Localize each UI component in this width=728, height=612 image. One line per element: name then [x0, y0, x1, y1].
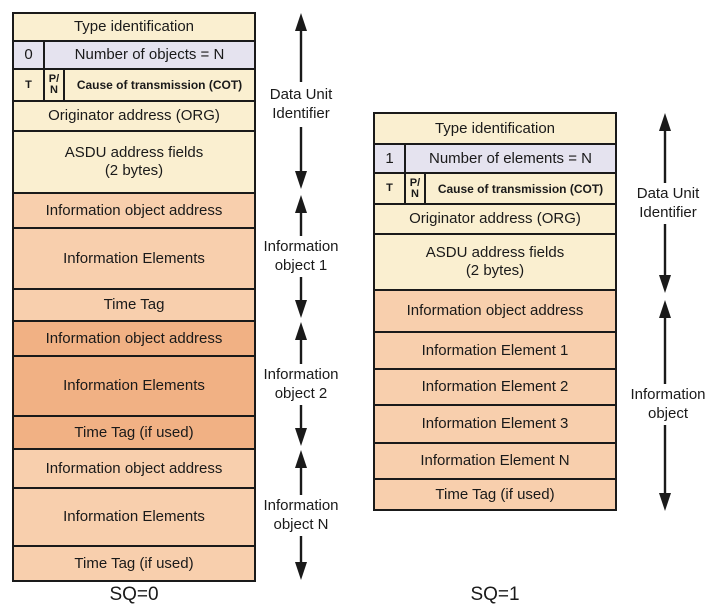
cell-info-object-address-n: Information object address [45, 459, 223, 477]
bracket-label-information-object: Information object [630, 386, 706, 422]
cell-time-tag-1: Time Tag [103, 296, 165, 313]
row-type-identification: Type identification [14, 14, 254, 42]
cell-test-bit: T [14, 70, 45, 100]
cell-info-element-3: Information Element 3 [421, 415, 569, 432]
row-time-tag-1: Time Tag [14, 290, 254, 322]
cell-asdu-address-fields: ASDU address fields (2 bytes) [64, 144, 204, 179]
row-info-element-1: Information Element 1 [375, 333, 615, 370]
information-object-n-arrow [295, 450, 307, 580]
data-unit-identifier-arrow-right [659, 113, 671, 293]
cell-info-elements-n: Information Elements [63, 508, 205, 525]
row-cause-of-transmission: T P/ N Cause of transmission (COT) [14, 70, 254, 102]
cell-cot: Cause of transmission (COT) [76, 78, 243, 92]
row-time-tag-n: Time Tag (if used) [14, 547, 254, 580]
cell-info-elements-1: Information Elements [63, 249, 205, 267]
row-cause-of-transmission: T P/ N Cause of transmission (COT) [375, 174, 615, 205]
information-object-2-arrow [295, 322, 307, 446]
cell-time-tag-2: Time Tag (if used) [74, 423, 194, 441]
row-info-elements-n: Information Elements [14, 489, 254, 547]
cell-type-identification: Type identification [73, 18, 195, 35]
caption-sq0: SQ=0 [109, 584, 159, 605]
cell-number-of-objects: Number of objects = N [74, 46, 225, 63]
row-number-of-objects: 0 Number of objects = N [14, 42, 254, 70]
bracket-label-information-object-1: Information object 1 [263, 238, 339, 274]
row-type-identification: Type identification [375, 114, 615, 145]
caption-sq1: SQ=1 [470, 584, 520, 605]
row-info-element-2: Information Element 2 [375, 370, 615, 406]
bracket-label-information-object-2: Information object 2 [263, 366, 339, 402]
cell-info-element-1: Information Element 1 [421, 341, 569, 359]
row-asdu-address-fields: ASDU address fields (2 bytes) [14, 132, 254, 194]
left-asdu-table: Type identification 0 Number of objects … [12, 12, 256, 582]
information-object-1-arrow [295, 195, 307, 318]
row-originator-address: Originator address (ORG) [14, 102, 254, 132]
bracket-label-data-unit-identifier-left: Data Unit Identifier [269, 86, 333, 122]
bracket-label-data-unit-identifier-right: Data Unit Identifier [636, 185, 700, 221]
cell-type-identification: Type identification [434, 119, 556, 137]
row-info-object-address: Information object address [375, 291, 615, 333]
cell-time-tag-n: Time Tag (if used) [74, 554, 194, 572]
cell-test-bit: T [375, 174, 406, 203]
cell-time-tag: Time Tag (if used) [435, 485, 555, 503]
cell-info-object-address-2: Information object address [45, 329, 223, 347]
cell-info-element-2: Information Element 2 [421, 378, 569, 395]
cell-number-of-elements: Number of elements = N [429, 149, 592, 167]
information-object-arrow [659, 300, 671, 511]
row-info-object-address-1: Information object address [14, 194, 254, 229]
row-time-tag-2: Time Tag (if used) [14, 417, 254, 450]
cell-sq-bit: 1 [375, 145, 406, 172]
cell-sq-bit: 0 [14, 42, 45, 68]
cell-originator-address: Originator address (ORG) [409, 210, 581, 227]
row-originator-address: Originator address (ORG) [375, 205, 615, 235]
cell-info-elements-2: Information Elements [63, 377, 205, 394]
row-info-object-address-2: Information object address [14, 322, 254, 357]
row-info-element-n: Information Element N [375, 444, 615, 480]
row-number-of-elements: 1 Number of elements = N [375, 145, 615, 174]
cell-info-object-address-1: Information object address [45, 201, 223, 219]
row-info-elements-1: Information Elements [14, 229, 254, 290]
cell-info-element-n: Information Element N [420, 452, 570, 469]
cell-asdu-address-fields: ASDU address fields (2 bytes) [425, 244, 565, 279]
cell-cot: Cause of transmission (COT) [437, 181, 604, 196]
right-asdu-table: Type identification 1 Number of elements… [373, 112, 617, 511]
row-time-tag: Time Tag (if used) [375, 480, 615, 509]
data-unit-identifier-arrow-left [295, 13, 307, 189]
row-info-element-3: Information Element 3 [375, 406, 615, 444]
bracket-label-information-object-n: Information object N [263, 497, 339, 533]
cell-pn-bit: P/ N [45, 70, 65, 100]
cell-originator-address: Originator address (ORG) [48, 107, 220, 124]
cell-info-object-address: Information object address [406, 302, 584, 319]
cell-pn-bit: P/ N [406, 174, 426, 203]
row-info-elements-2: Information Elements [14, 357, 254, 417]
row-info-object-address-n: Information object address [14, 450, 254, 489]
row-asdu-address-fields: ASDU address fields (2 bytes) [375, 235, 615, 291]
